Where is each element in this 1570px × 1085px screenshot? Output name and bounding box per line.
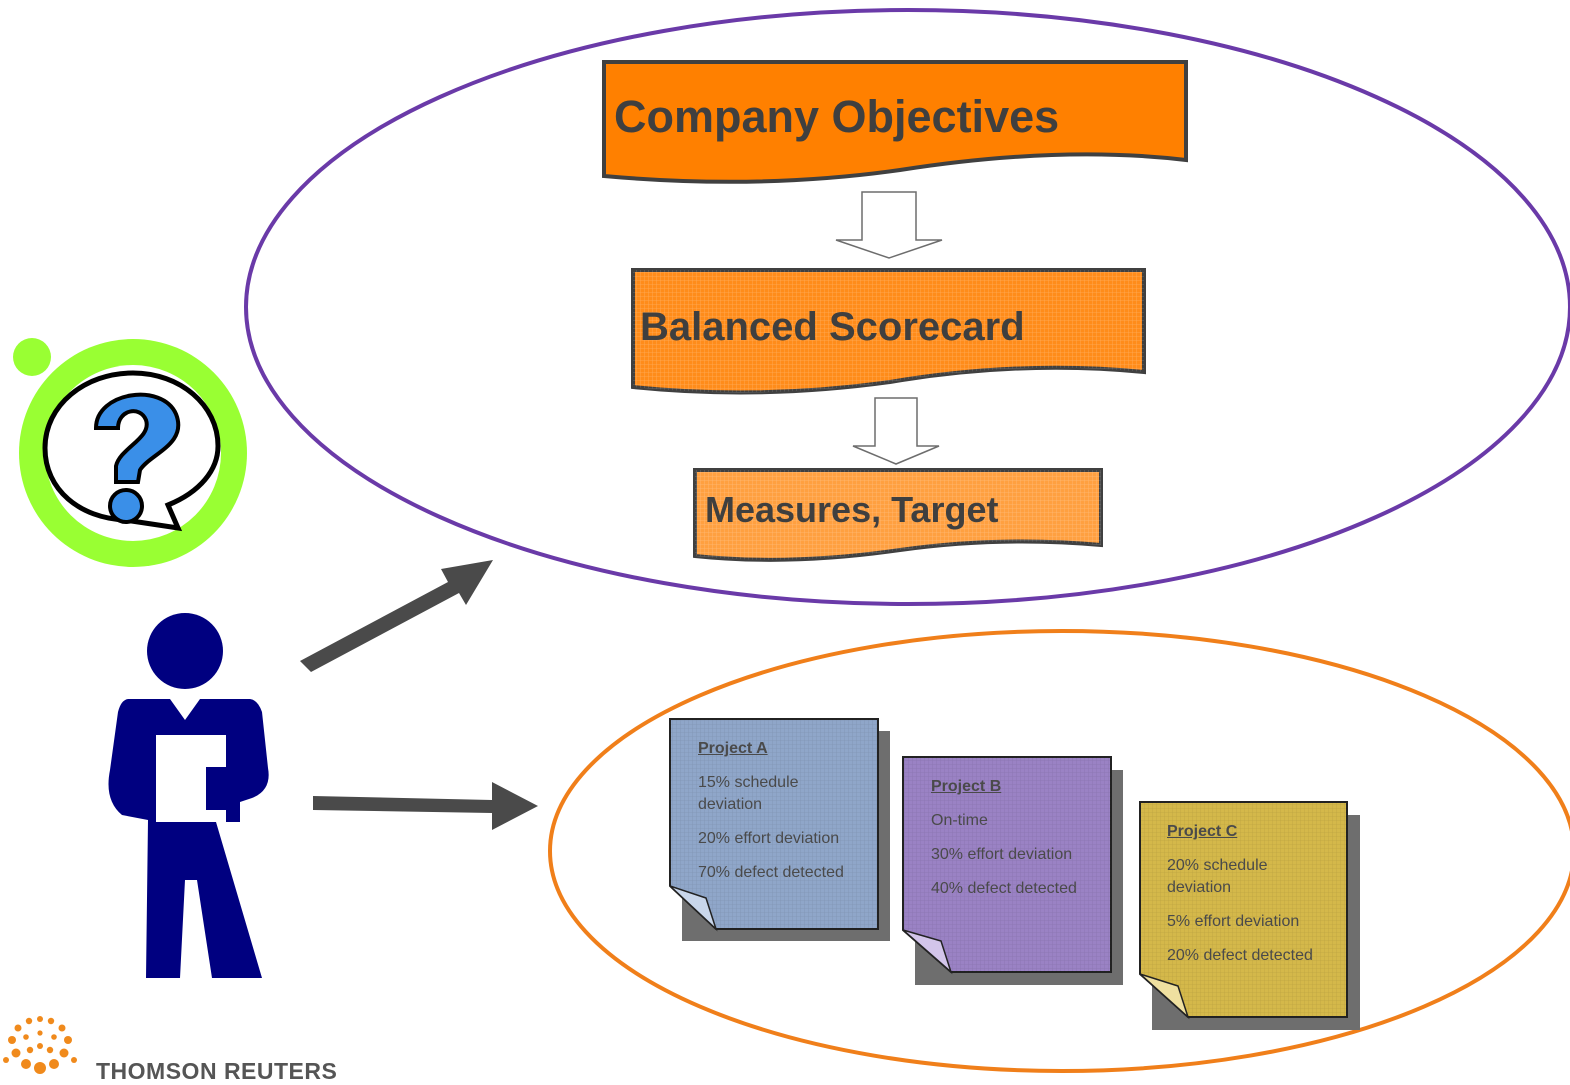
project-c-line-1: 20% schedule deviation [1167, 857, 1268, 896]
person-icon [108, 613, 269, 978]
project-b-note [902, 756, 1123, 985]
arrow-to-projects [313, 782, 538, 830]
objectives-box [602, 60, 1188, 184]
arrow-to-strategy [300, 560, 493, 672]
project-c-text: Project C 20% schedule deviation 5% effo… [1167, 821, 1317, 979]
project-b-text: Project B On-time 30% effort deviation 4… [931, 776, 1081, 912]
projects-ellipse [548, 629, 1570, 1073]
project-c-line-3: 20% defect detected [1167, 947, 1313, 964]
project-a-line-3: 70% defect detected [698, 864, 844, 881]
project-c-title: Project C [1167, 823, 1238, 840]
scorecard-label: Balanced Scorecard [640, 305, 1025, 349]
project-b-line-1: On-time [931, 812, 988, 829]
measures-label: Measures, Target [705, 489, 999, 530]
project-a-note [669, 718, 890, 941]
question-bubble-icon [13, 338, 247, 567]
objectives-label: Company Objectives [614, 91, 1060, 142]
thomson-reuters-logo-text: THOMSON REUTERS [96, 1058, 338, 1084]
thomson-reuters-logo-icon [3, 1016, 77, 1074]
project-a-line-2: 20% effort deviation [698, 830, 840, 847]
project-c-note [1139, 801, 1360, 1030]
project-a-title: Project A [698, 740, 768, 757]
project-c-line-2: 5% effort deviation [1167, 913, 1300, 930]
project-b-line-2: 30% effort deviation [931, 846, 1073, 863]
project-a-text: Project A 15% schedule deviation 20% eff… [698, 738, 848, 896]
project-b-title: Project B [931, 778, 1002, 795]
down-arrow-1 [835, 191, 943, 259]
strategy-ellipse [244, 8, 1570, 606]
down-arrow-2 [852, 397, 940, 465]
project-a-line-1: 15% schedule deviation [698, 774, 799, 813]
measures-box [693, 468, 1103, 562]
project-b-line-3: 40% defect detected [931, 880, 1077, 897]
scorecard-box [631, 268, 1146, 395]
